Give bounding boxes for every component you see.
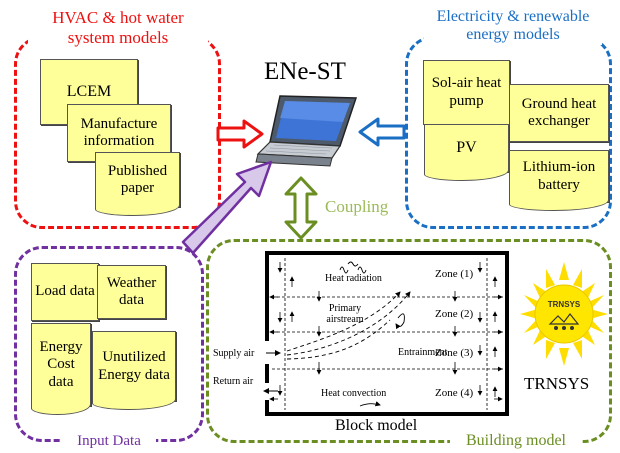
electricity-title-line2: energy models: [466, 26, 560, 44]
electricity-title-line1: Electricity & renewable: [436, 8, 590, 25]
note-load-text: Load data: [35, 283, 95, 300]
coupling-arrow: [284, 176, 318, 240]
coupling-label: Coupling: [325, 197, 389, 216]
supply-return-arrows: [263, 350, 281, 394]
ene-st-title: ENe-ST: [264, 58, 346, 85]
note-lcem-text: LCEM: [66, 82, 112, 100]
input-group-title: Input Data: [62, 433, 156, 451]
zone-1-label: Zone (1): [435, 268, 474, 280]
hvac-group-title: HVAC & hot water system models: [28, 8, 208, 48]
primary-airstream-label: Primary airstream: [326, 303, 364, 325]
zone-4-label: Zone (4): [435, 387, 474, 399]
trnsys-label: TRNSYS: [524, 374, 590, 393]
note-energy-cost-data: Energy Cost data: [31, 323, 91, 415]
horizontal-flux-arrows: [269, 294, 503, 402]
return-air-label: Return air: [213, 376, 254, 387]
heat-radiation-label: Heat radiation: [325, 273, 382, 284]
primary-airstream-curves: [286, 291, 411, 360]
vertical-flux-arrows: [277, 262, 498, 397]
hvac-title-line2: system models: [67, 27, 169, 47]
building-title-text: Building model: [466, 432, 566, 449]
entrainment-label: Entrainment: [398, 347, 448, 358]
note-manufacture-text: Manufacture information: [80, 115, 158, 149]
note-unutilized-energy-data: Unutilized Energy data: [92, 331, 176, 410]
building-model-group: [206, 239, 612, 443]
note-published-paper: Published paper: [95, 152, 180, 216]
note-energy-cost-text: Energy Cost data: [39, 339, 83, 390]
note-pv: PV: [424, 124, 509, 181]
note-sol-air-text: Sol-air heat pump: [431, 75, 502, 109]
note-lithium-ion-battery: Lithium-ion battery: [509, 150, 609, 211]
note-lcem: LCEM: [40, 59, 138, 125]
zone-3-label: Zone (3): [435, 347, 474, 359]
note-weather-data: Weather data: [97, 265, 166, 319]
note-unutilized-text: Unutilized Energy data: [98, 349, 170, 383]
electricity-group-title: Electricity & renewable energy models: [424, 8, 602, 45]
input-data-arrow: [181, 160, 273, 255]
hvac-title-line1: HVAC & hot water: [52, 8, 184, 27]
heat-convection-label: Heat convection: [321, 388, 387, 399]
note-ground-heat-exchanger: Ground heat exchanger: [509, 84, 609, 142]
building-group-title: Building model: [450, 432, 582, 451]
note-pv-text: PV: [456, 139, 477, 157]
block-model-caption: Block model: [335, 417, 418, 434]
trnsys-logo-text: TRNSYS: [548, 300, 581, 309]
note-published-paper-text: Published paper: [107, 162, 168, 196]
heat-radiation-squiggles: [339, 261, 367, 274]
note-lithium-text: Lithium-ion battery: [522, 159, 596, 193]
trnsys-sun-rays: [520, 262, 608, 366]
note-sol-air-heat-pump: Sol-air heat pump: [423, 60, 510, 125]
note-ground-heat-text: Ground heat exchanger: [521, 95, 597, 129]
input-title-text: Input Data: [77, 433, 141, 449]
trnsys-logo: TRNSYS: [520, 262, 608, 366]
electricity-arrow: [358, 117, 406, 147]
trnsys-sun-disc: [534, 284, 594, 344]
entrainment-curl: [395, 313, 405, 330]
laptop-icon: [255, 95, 358, 167]
zone-2-label: Zone (2): [435, 308, 474, 320]
heat-convection-arrow: [359, 401, 381, 407]
note-weather-text: Weather data: [106, 274, 157, 308]
supply-air-label: Supply air: [213, 348, 255, 359]
hvac-arrow: [216, 119, 264, 149]
